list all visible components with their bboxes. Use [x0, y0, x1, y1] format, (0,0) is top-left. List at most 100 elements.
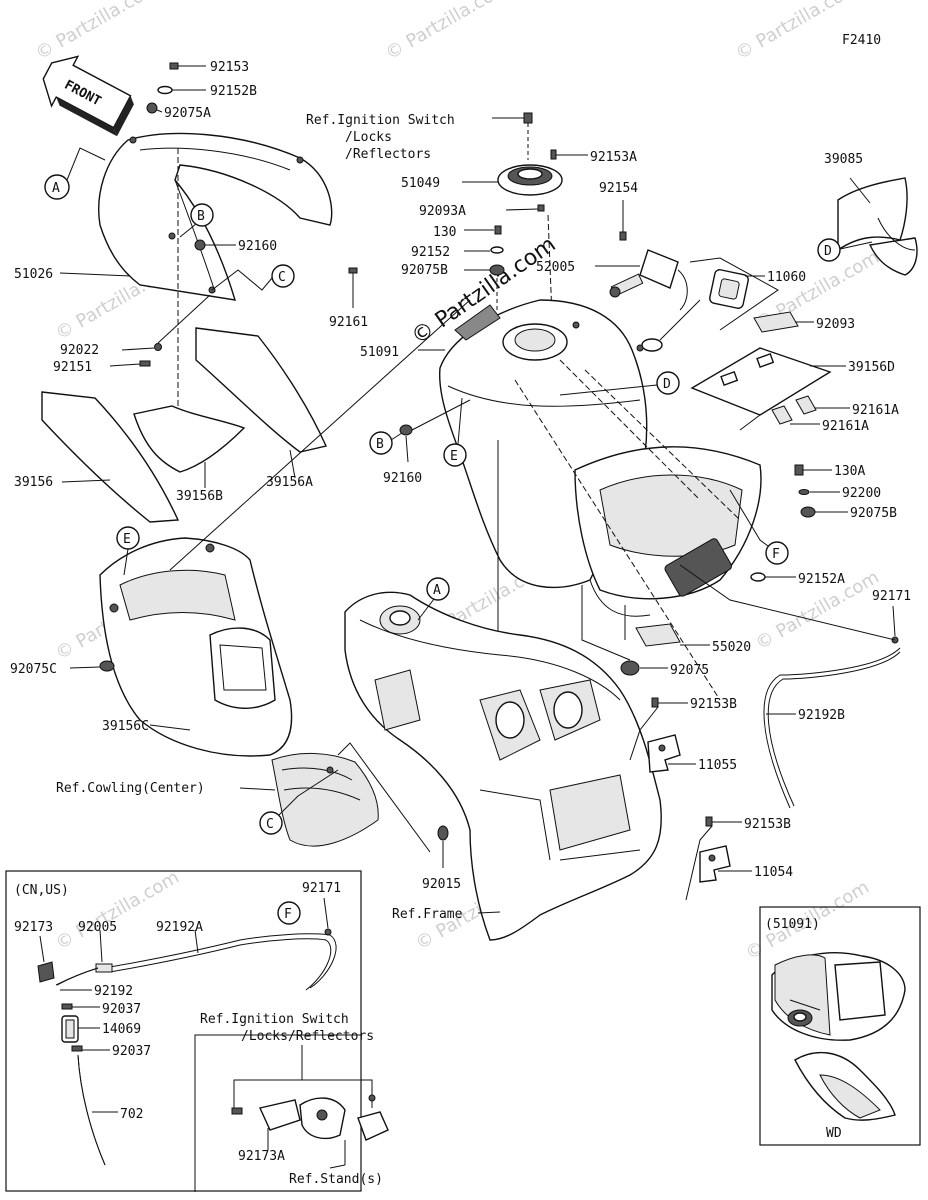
part-number: 11060 [767, 270, 806, 285]
fuel-tank-51091 [438, 299, 762, 617]
ref-cowling: Ref.Cowling(Center) [56, 781, 205, 796]
callout-f [765, 541, 789, 565]
tank-decal-view [771, 952, 906, 1121]
part-number: 92153 [210, 60, 249, 75]
fastener-stack-left [146, 62, 206, 430]
callout-c [271, 264, 295, 288]
part-number: 51026 [14, 267, 53, 282]
side-cover-51026 [98, 132, 333, 301]
front-arrow-icon: FRONT [42, 55, 134, 137]
callout-c [259, 811, 283, 835]
watermark: © Partzilla.com [52, 867, 183, 955]
part-number: 702 [120, 1107, 143, 1122]
callout-a [426, 577, 450, 601]
callout-label: C [278, 270, 286, 285]
part-number: 92075B [401, 263, 448, 278]
callout-label: F [284, 907, 292, 922]
bracket-11055 [647, 734, 681, 773]
part-number: 130A [834, 464, 865, 479]
part-number: 92075A [164, 106, 211, 121]
part-number: 92200 [842, 486, 881, 501]
callout-label: C [266, 817, 274, 832]
watermark: © Partzilla.com [32, 0, 163, 64]
fuel-pump-52005 [609, 249, 701, 352]
part-number: 92171 [302, 881, 341, 896]
part-number: 39156 [14, 475, 53, 490]
part-number: 92161 [329, 315, 368, 330]
part-number: 92075 [670, 663, 709, 678]
part-number: 92161A [822, 419, 869, 434]
part-number: 92153A [590, 150, 637, 165]
inset-cn-us [5, 870, 362, 1192]
inset-caption: WD [826, 1126, 842, 1141]
part-number: 92093A [419, 204, 466, 219]
part-number: 92151 [53, 360, 92, 375]
part-number: 92192B [798, 708, 845, 723]
part-number: 51091 [360, 345, 399, 360]
ref-frame: Ref.Frame [392, 907, 463, 922]
callout-label: B [376, 437, 384, 452]
callout-label: D [824, 244, 832, 259]
gasket-11060 [709, 269, 749, 309]
callout-b [369, 431, 393, 455]
part-number: 39156C [102, 719, 149, 734]
part-number: 39156D [848, 360, 895, 375]
callout-e [443, 443, 467, 467]
callout-label: E [123, 532, 131, 547]
part-number: 92192 [94, 984, 133, 999]
callout-a [44, 174, 70, 200]
part-number: 92153B [744, 817, 791, 832]
callout-label: F [772, 547, 780, 562]
filter-14069 [61, 1015, 79, 1043]
ignition-bracket-assembly [231, 1094, 389, 1141]
part-number: 92160 [238, 239, 277, 254]
part-number: 51049 [401, 176, 440, 191]
part-number: 92075C [10, 662, 57, 677]
inner-cover-39156c [99, 299, 471, 757]
part-number: 52005 [536, 260, 575, 275]
cowling-center [271, 753, 379, 847]
callout-label: A [52, 181, 60, 196]
part-number: 92171 [872, 589, 911, 604]
part-number: 92152 [411, 245, 450, 260]
part-number: 92152B [210, 84, 257, 99]
part-number: 92192A [156, 920, 203, 935]
part-number: 55020 [712, 640, 751, 655]
part-number: 92093 [816, 317, 855, 332]
part-number: 11054 [754, 865, 793, 880]
fuel-cap-51049 [497, 164, 563, 196]
callout-f [277, 901, 301, 925]
part-number: 92160 [383, 471, 422, 486]
part-number: 92152A [798, 572, 845, 587]
part-number: 39085 [824, 152, 863, 167]
part-number: 39156B [176, 489, 223, 504]
callout-label: B [197, 209, 205, 224]
ref-ignition-top: /Locks [345, 130, 392, 145]
callout-label: E [450, 449, 458, 464]
ref-ignition-bottom: /Locks/Reflectors [241, 1029, 374, 1044]
frame [344, 591, 662, 941]
ref-ignition-top: /Reflectors [345, 147, 431, 162]
part-number: 92154 [599, 181, 638, 196]
inset-title: (CN,US) [14, 883, 69, 898]
part-number: 11055 [698, 758, 737, 773]
callout-d [817, 238, 841, 262]
callout-d [656, 371, 680, 395]
part-number: 92037 [102, 1002, 141, 1017]
part-number: 92075B [850, 506, 897, 521]
sheet-39156d [690, 347, 832, 416]
part-number: 130 [433, 225, 456, 240]
part-number: 92173 [14, 920, 53, 935]
watermark: © Partzilla.com [382, 0, 513, 64]
figure-code: F2410 [842, 33, 881, 48]
callout-b [190, 203, 214, 227]
callout-label: D [663, 377, 671, 392]
part-number: 92173A [238, 1149, 285, 1164]
part-number: 92153B [690, 697, 737, 712]
cover-39085 [837, 177, 918, 276]
part-number: 92022 [60, 343, 99, 358]
ref-stand: Ref.Stand(s) [289, 1172, 383, 1187]
part-number: 92037 [112, 1044, 151, 1059]
inset-title: (51091) [765, 917, 820, 932]
